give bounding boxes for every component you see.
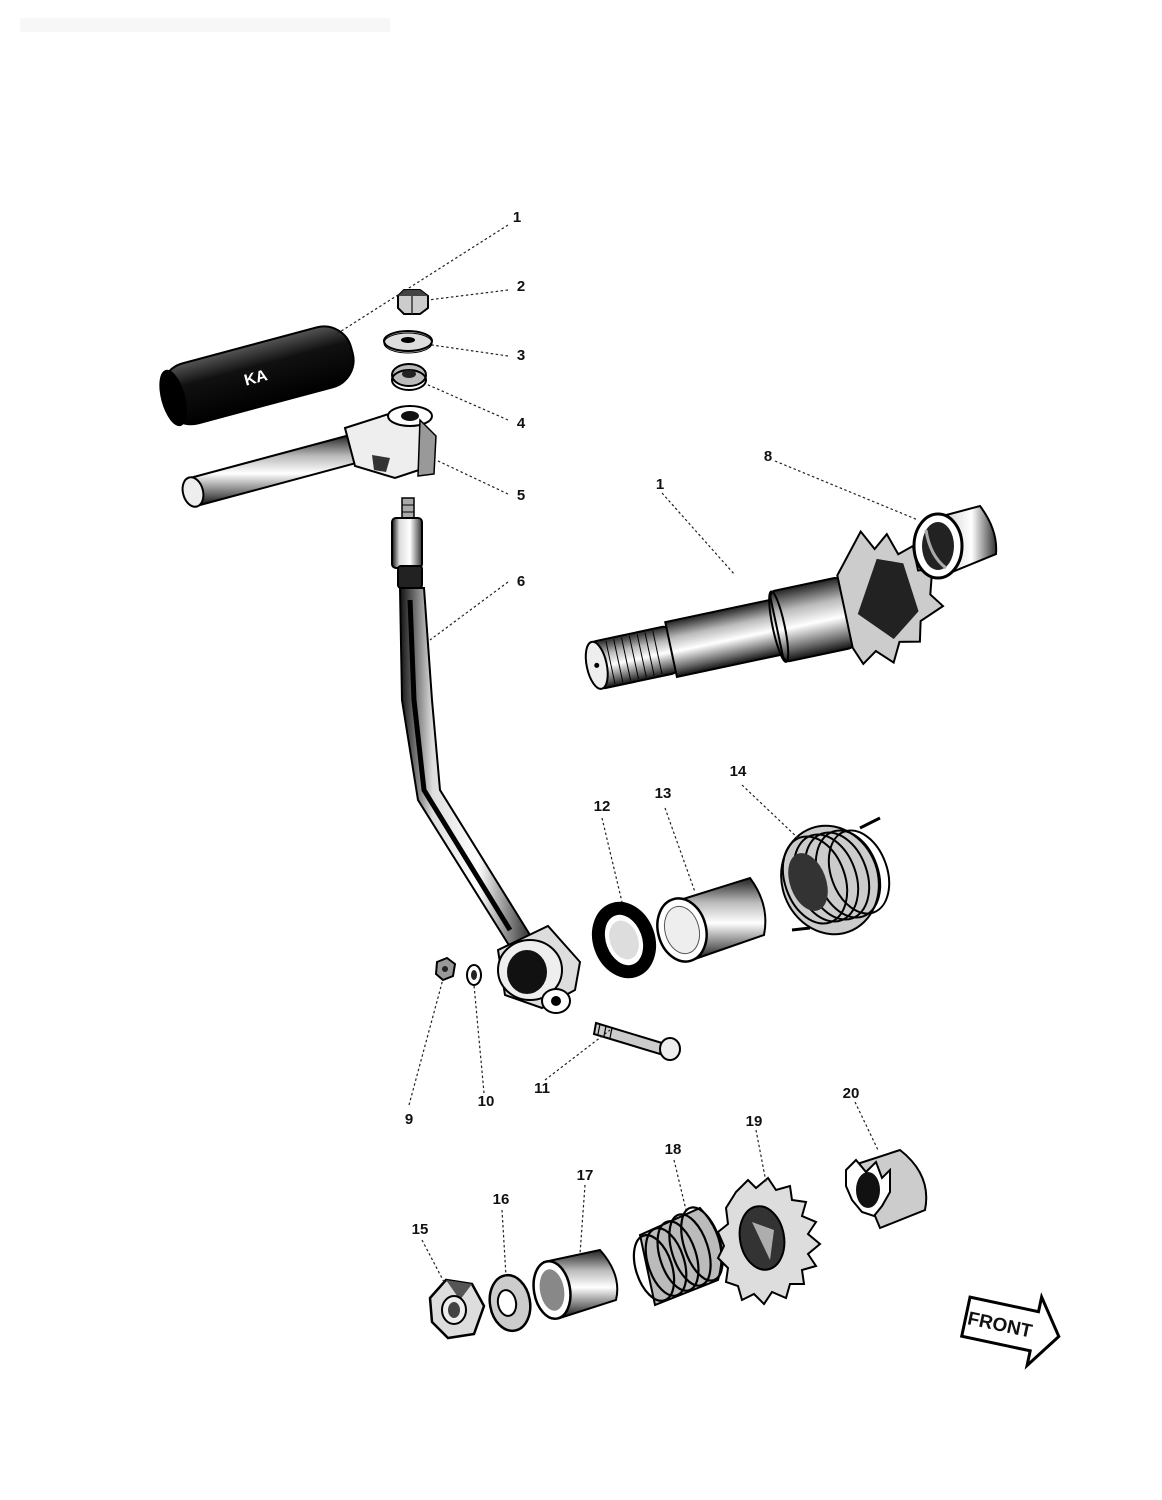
ring-part-12 [591,901,657,979]
spring-washer-part-4 [391,363,427,391]
nut-part-2 [397,289,429,315]
callout-6: 6 [517,573,525,590]
callout-9: 9 [405,1111,413,1128]
callout-11: 11 [534,1080,550,1097]
bushing-part-17 [532,1248,619,1320]
callout-15: 15 [412,1221,429,1238]
kick-starter-lever-part-6 [391,497,582,1014]
callout-17: 17 [577,1167,594,1184]
callout-16: 16 [493,1191,510,1208]
callout-12: 12 [594,798,611,815]
washer-part-16 [488,1273,532,1333]
hex-nut-part-15 [428,1278,486,1340]
callout-3: 3 [517,347,525,364]
grip-marking: KA [243,367,270,390]
callout-19: 19 [746,1113,763,1130]
front-direction-arrow: FRONT [959,1292,1061,1370]
callout-5: 5 [517,487,525,504]
cotter-bolt-part-11 [592,1021,681,1061]
callout-numbers: 1 2 3 4 5 6 1 8 12 13 14 9 10 11 15 16 1… [405,209,860,1238]
callout-18: 18 [665,1141,682,1158]
callout-2: 2 [517,278,525,295]
washer-part-3 [383,330,433,354]
kick-shaft-part-1 [584,529,945,690]
callout-1-shaft: 1 [656,476,664,493]
gear-part-19 [716,1176,822,1306]
callout-14: 14 [730,763,747,780]
kick-pedal-arm-part-5 [181,405,437,508]
callout-8: 8 [764,448,772,465]
leader-lines [334,224,919,1283]
ratchet-part-20 [845,1148,928,1230]
callout-13: 13 [655,785,672,802]
callout-4: 4 [517,415,526,432]
callout-1-top: 1 [513,209,521,226]
washer-part-10 [466,964,482,986]
sleeve-part-13 [656,876,767,963]
nut-part-9 [434,956,457,982]
callout-20: 20 [843,1085,860,1102]
kick-rubber-grip: KA [159,325,355,427]
faded-header-strip [20,18,390,32]
kick-spring-part-14 [780,816,891,936]
callout-10: 10 [478,1093,495,1110]
spring-part-18 [632,1206,724,1307]
collar-part-8 [912,504,998,580]
